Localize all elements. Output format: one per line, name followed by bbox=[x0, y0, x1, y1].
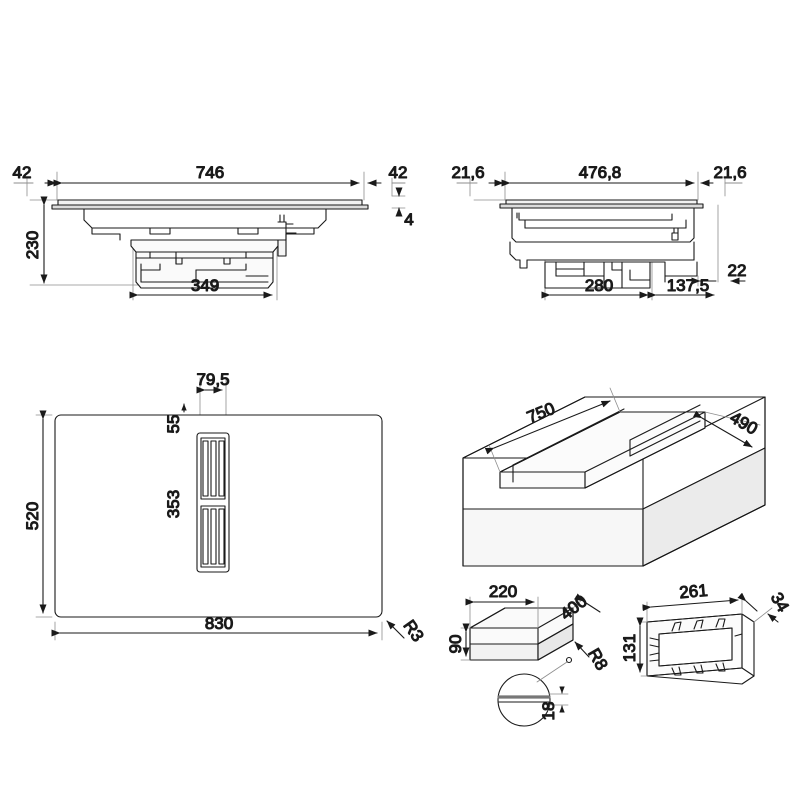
side-section-view: 21,6 476,8 21,6 280 137,5 22 bbox=[451, 162, 747, 301]
worktop-isometric-view: 750 490 bbox=[462, 387, 766, 567]
frame-detail-view: 261 131 34 bbox=[619, 580, 793, 685]
dim-duct-radius: R8 bbox=[584, 645, 611, 673]
dim-front-left-overhang: 42 bbox=[13, 163, 32, 182]
dim-front-top-width: 746 bbox=[196, 163, 224, 182]
dim-plan-slot-length: 353 bbox=[164, 490, 183, 518]
dim-duct-width: 220 bbox=[489, 582, 517, 601]
dim-front-body-width: 349 bbox=[191, 276, 219, 295]
dim-frame-height: 131 bbox=[620, 634, 639, 662]
dim-plan-height: 520 bbox=[23, 502, 42, 530]
cutout-plan-view: 79,5 55 353 520 830 R3 bbox=[22, 369, 428, 645]
dim-frame-width: 261 bbox=[679, 581, 709, 602]
dim-plan-slot-width: 79,5 bbox=[196, 370, 229, 389]
dim-plan-corner-radius: R3 bbox=[399, 616, 427, 645]
dim-plan-top-offset: 55 bbox=[164, 415, 183, 434]
dim-duct-height: 90 bbox=[446, 635, 465, 654]
dim-front-glass-thickness: 4 bbox=[404, 210, 413, 229]
dim-side-bottom-offset: 22 bbox=[728, 261, 747, 280]
dim-plan-width: 830 bbox=[205, 614, 233, 633]
dim-front-right-overhang: 42 bbox=[389, 163, 408, 182]
dim-side-offset: 137,5 bbox=[667, 276, 710, 295]
dim-front-total-height: 230 bbox=[23, 231, 42, 259]
dim-side-right-overhang: 21,6 bbox=[713, 163, 746, 182]
dim-duct-thickness: 18 bbox=[539, 702, 558, 721]
dim-side-top-width: 476,8 bbox=[579, 163, 622, 182]
front-section-view: 42 746 42 4 230 349 bbox=[12, 162, 414, 301]
dim-side-left-overhang: 21,6 bbox=[451, 163, 484, 182]
dim-side-body-width: 280 bbox=[585, 276, 613, 295]
duct-block-detail-view: 220 400 90 R8 18 bbox=[445, 581, 612, 727]
dim-frame-depth: 34 bbox=[767, 589, 793, 615]
